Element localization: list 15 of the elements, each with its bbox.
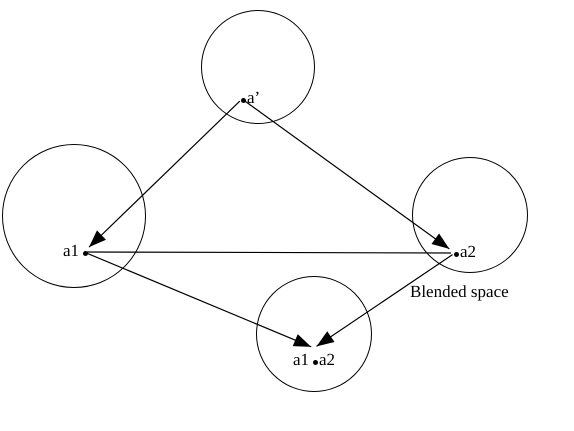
circle-region (412, 157, 528, 273)
space-label: Blended space (410, 284, 509, 300)
arrow (244, 100, 450, 250)
point-label: a’ (247, 90, 260, 106)
circle-region (256, 276, 372, 392)
connector-line (87, 251, 451, 254)
point-label: a1 (62, 243, 79, 259)
point-label: a2 (319, 352, 336, 368)
circle-region (2, 144, 146, 288)
arrow (86, 252, 312, 348)
circle-region (201, 10, 315, 124)
point-label: a1 (292, 352, 309, 368)
point-label: a2 (460, 244, 476, 260)
arrow (88, 100, 240, 248)
arrow (316, 254, 453, 347)
